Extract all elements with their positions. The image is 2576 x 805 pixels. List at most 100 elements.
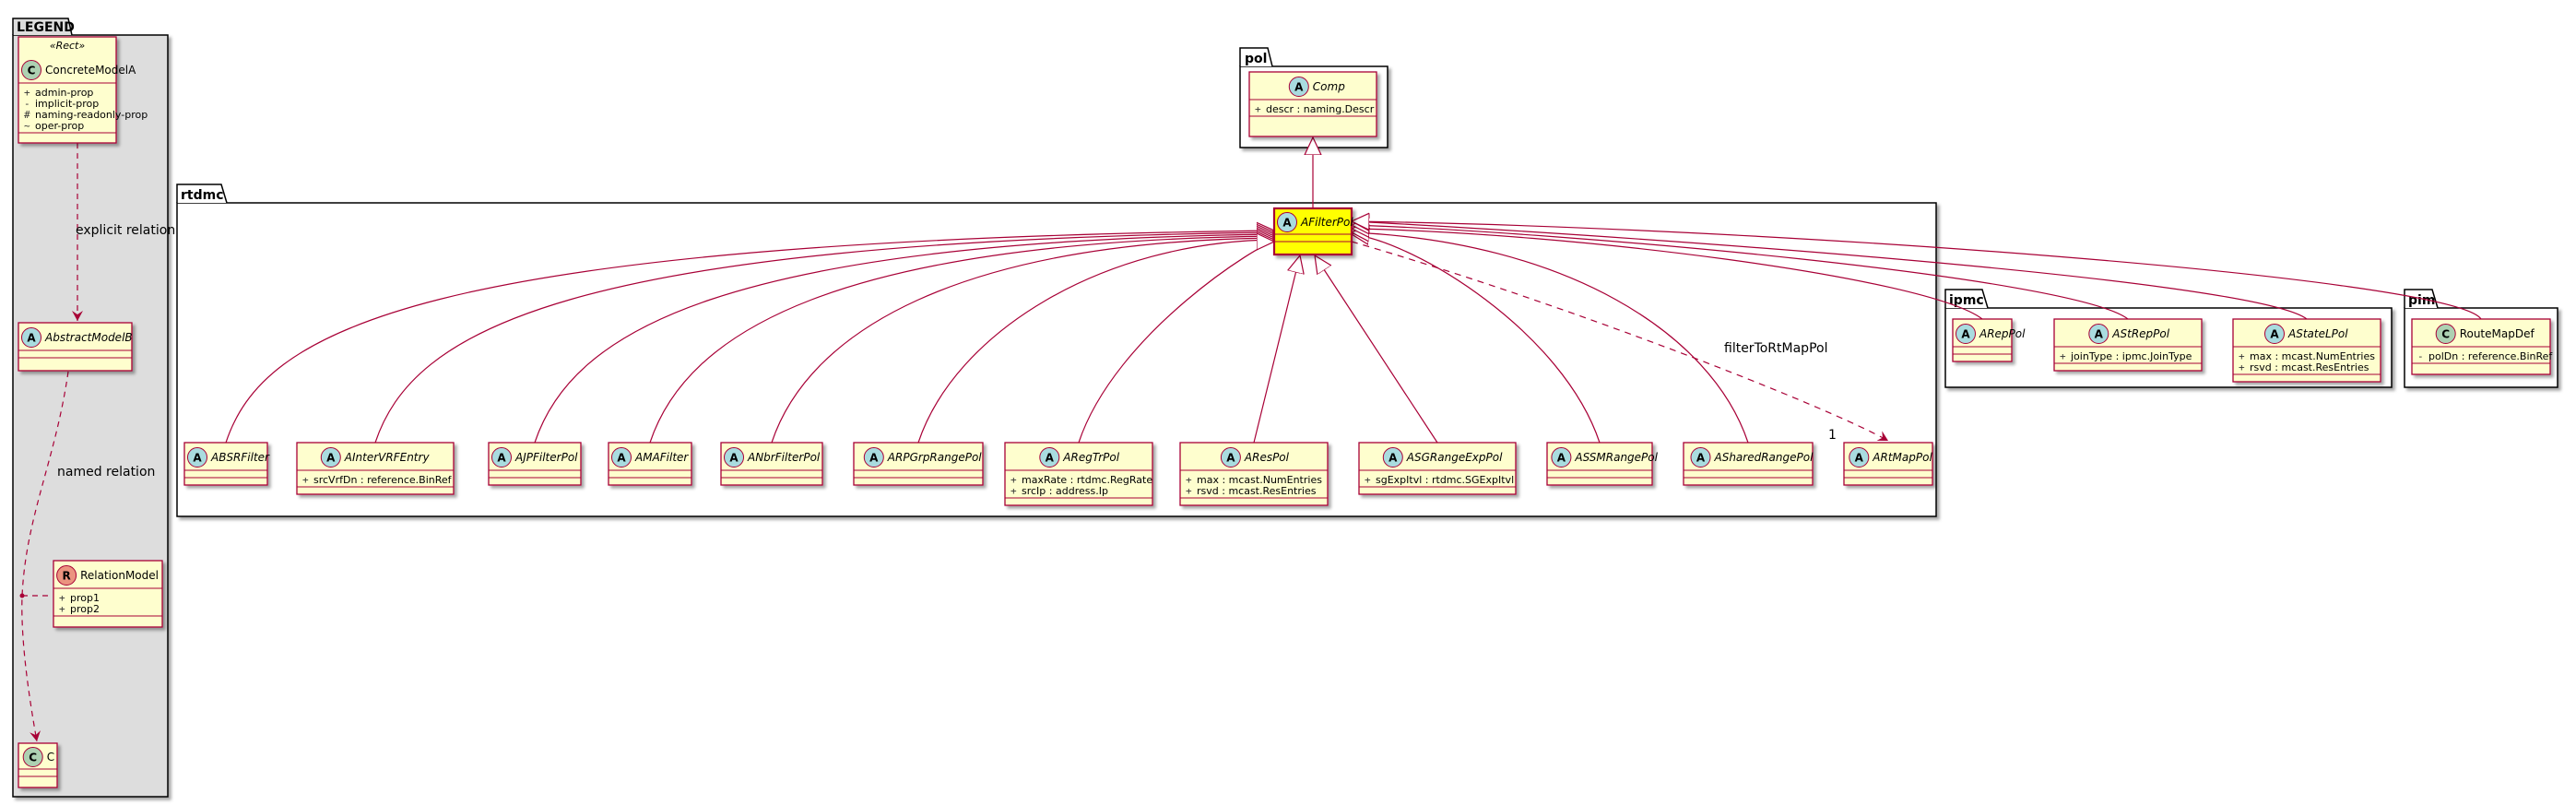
attribute-visibility: + <box>1255 103 1261 115</box>
attribute: srcVrfDn : reference.BinRef <box>313 474 453 486</box>
package-rtdmc-title: rtdmc <box>181 188 224 203</box>
class-kind-letter: A <box>1046 452 1055 465</box>
inheritance-edge-arespol-afilterpol <box>1253 255 1300 444</box>
inheritance-edge-aintervrfentry-afilterpol <box>374 232 1274 444</box>
attribute-visibility: # <box>24 109 30 121</box>
abstract-class-icon <box>1690 447 1711 468</box>
attribute: naming-readonly-prop <box>35 109 148 121</box>
abstract-class-icon <box>491 447 512 468</box>
abstract-class-icon <box>320 447 341 468</box>
inheritance-edge-aregtrpol-afilterpol <box>1078 242 1274 444</box>
class-boxes: C«Rect»ConcreteModelA+admin-prop-implici… <box>18 36 2553 788</box>
attribute-visibility: + <box>1365 474 1371 486</box>
abstract-class-icon <box>1382 447 1403 468</box>
attribute-visibility: + <box>2239 350 2245 362</box>
abstract-class-icon <box>21 327 41 348</box>
attribute: max : mcast.NumEntries <box>2250 350 2375 362</box>
class-name: C <box>47 751 54 764</box>
concrete-class-icon <box>22 747 43 767</box>
class-afilterpol: A AFilterPol <box>1272 207 1353 256</box>
abstract-class-icon <box>1277 212 1297 232</box>
class-kind-letter: A <box>729 452 739 465</box>
class-kind-letter: A <box>1855 452 1864 465</box>
inheritance-edge-absrfilter-afilterpol <box>225 231 1274 444</box>
class-name: ASSMRangePol <box>1574 451 1658 464</box>
class-kind-letter: A <box>869 452 879 465</box>
abstract-class-icon <box>724 447 744 468</box>
class-name: ABSRFilter <box>210 451 270 464</box>
attribute: oper-prop <box>35 120 84 132</box>
attribute-visibility: + <box>59 603 65 615</box>
class-amafilter: A AMAFilter <box>608 442 692 486</box>
package-pol-title: pol <box>1245 52 1267 66</box>
legend-explicit-relation-label: explicit relation <box>76 223 175 238</box>
edges <box>19 137 2482 742</box>
inheritance-edge-routemapdef-afilterpol <box>1352 221 2482 320</box>
class-kind-letter: A <box>2095 328 2104 341</box>
concrete-class-icon <box>21 60 41 80</box>
concrete-class-icon <box>2435 324 2456 344</box>
abstract-class-icon <box>863 447 884 468</box>
class-kind-letter: A <box>27 332 36 345</box>
class-stereotype: «Rect» <box>50 40 86 52</box>
attribute-visibility: + <box>1010 485 1017 497</box>
attribute: rsvd : mcast.ResEntries <box>2250 361 2369 373</box>
inheritance-edge-amafilter-afilterpol <box>649 236 1274 444</box>
class-name: ARepPol <box>1979 327 2026 340</box>
attribute: admin-prop <box>35 87 93 99</box>
class-name: AbstractModelB <box>44 331 133 344</box>
relation-multiplicity: 1 <box>1828 428 1837 443</box>
inheritance-edge-astatelpol-afilterpol <box>1352 221 2308 320</box>
attribute-visibility: + <box>2060 350 2066 362</box>
attribute: maxRate : rtdmc.RegRate <box>1022 474 1152 486</box>
attribute: rsvd : mcast.ResEntries <box>1197 485 1317 497</box>
class-kind-letter: C <box>28 65 36 77</box>
class-name: ASGRangeExpPol <box>1406 451 1503 464</box>
attribute: max : mcast.NumEntries <box>1197 474 1322 486</box>
class-name: AJPFilterPol <box>514 451 578 464</box>
attribute: descr : naming.Descr <box>1266 103 1375 115</box>
relation-edge-filterToRtMapPol <box>1351 241 1889 442</box>
abstract-class-icon <box>187 447 207 468</box>
class-kind-letter: A <box>1388 452 1398 465</box>
class-kind-letter: C <box>2441 328 2450 341</box>
legend-named-relation-label: named relation <box>57 465 155 479</box>
abstract-class-icon <box>2264 324 2285 344</box>
attribute: polDn : reference.BinRef <box>2428 350 2553 362</box>
attribute-visibility: + <box>24 87 30 99</box>
class-kind-letter: A <box>1282 217 1292 230</box>
abstract-class-icon <box>1849 447 1870 468</box>
relation-label-filterToRtMapPol: filterToRtMapPol <box>1724 341 1827 356</box>
attribute-visibility: + <box>302 474 309 486</box>
class-kind-letter: A <box>1557 452 1566 465</box>
inheritance-edge-arpgrprangepol-afilterpol <box>917 240 1274 444</box>
class-kind-letter: A <box>617 452 626 465</box>
abstract-class-icon <box>1288 77 1309 97</box>
class-kind-letter: A <box>1961 328 1970 341</box>
class-name: AMAFilter <box>634 451 689 464</box>
class-anbrfilterpol: A ANbrFilterPol <box>720 442 823 486</box>
attribute-visibility: + <box>1010 474 1017 486</box>
class-name: ARtMapPol <box>1872 451 1932 464</box>
abstract-class-icon <box>1956 324 1976 344</box>
attribute-visibility: - <box>24 98 30 110</box>
inheritance-edge-ajpfilterpol-afilterpol <box>534 234 1274 444</box>
class-name: RouteMapDef <box>2460 327 2535 340</box>
inheritance-edge-asharedrangepol-afilterpol <box>1352 232 1749 444</box>
class-name: AFilterPol <box>1300 216 1353 229</box>
attribute: prop1 <box>70 592 100 604</box>
class-kind-letter: A <box>1696 452 1706 465</box>
abstract-class-icon <box>1039 447 1060 468</box>
class-name: AStateLPol <box>2287 327 2348 340</box>
class-name: ANbrFilterPol <box>747 451 821 464</box>
inheritance-edge-asgrangeexppol-afilterpol <box>1315 255 1438 444</box>
class-assmrangepol: A ASSMRangePol <box>1546 442 1659 486</box>
package-ipmc-title: ipmc <box>1949 293 1984 308</box>
attribute-visibility: + <box>2239 361 2245 373</box>
